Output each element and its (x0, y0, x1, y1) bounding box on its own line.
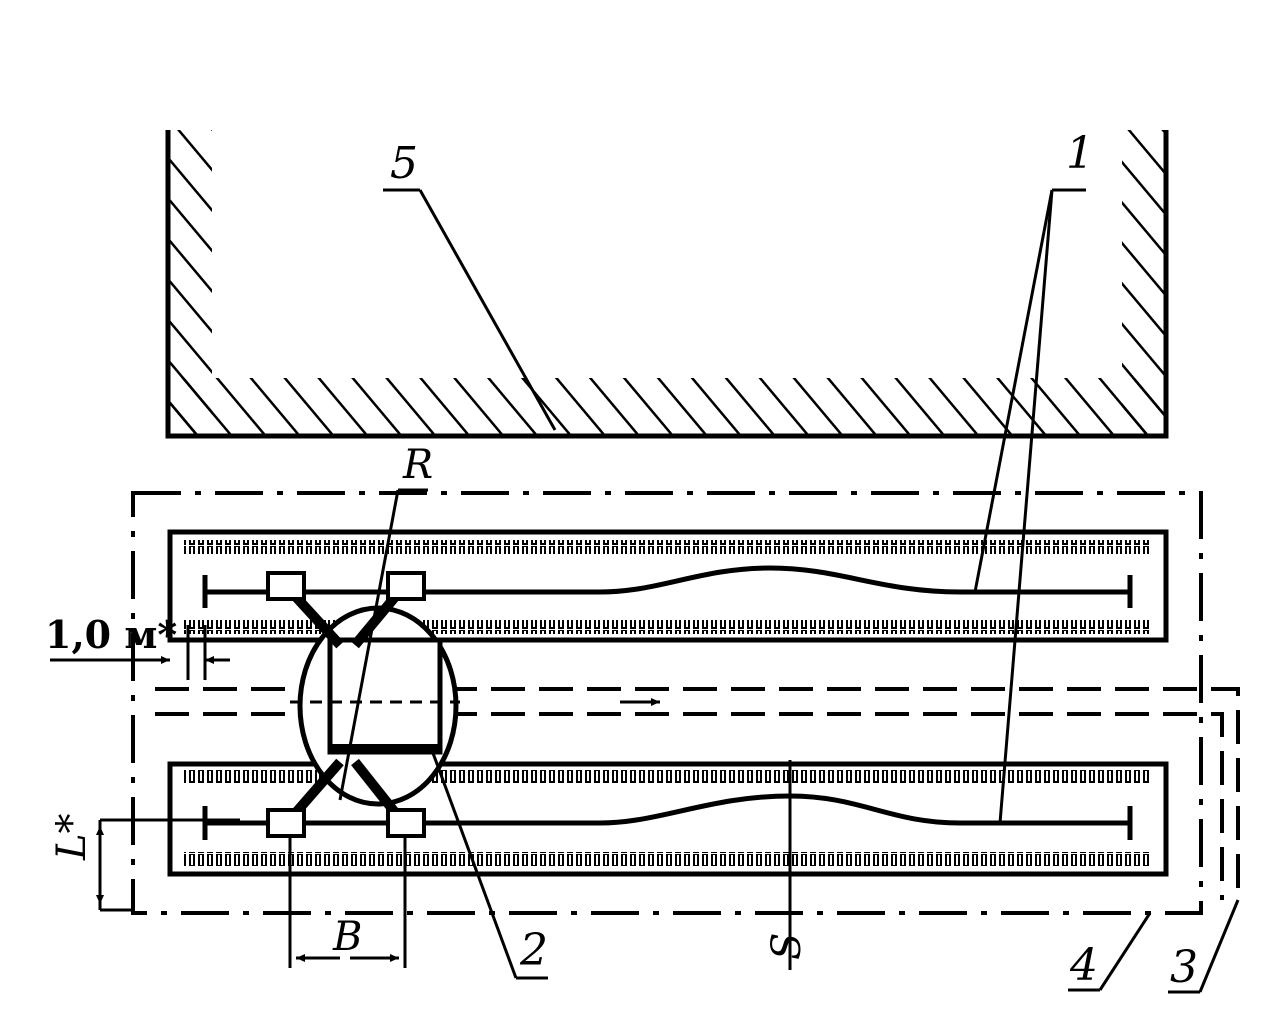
spacing-label: L* (49, 813, 95, 861)
radius-label: R (402, 442, 433, 488)
wall-number-label: 5 (390, 138, 418, 189)
span-label: S (764, 933, 810, 960)
gap-dimension (50, 625, 230, 680)
upper-track (167, 529, 1169, 643)
outer-boundary-number-label: 4 (1069, 940, 1098, 991)
outer-boundary-line (131, 491, 1203, 915)
building-wall (165, 130, 1169, 439)
base-label: B (332, 914, 362, 960)
base-dimension (288, 836, 407, 968)
zone-boundary-line (155, 687, 1240, 900)
wire-number-label: 1 (1066, 128, 1094, 179)
zone-boundary-number-label: 3 (1170, 942, 1198, 993)
leader-lines (383, 188, 1240, 994)
crane-number-label: 2 (519, 925, 548, 976)
gap-label: 1,0 м* (45, 612, 177, 657)
crane (266, 571, 460, 838)
spacing-dimension (96, 818, 240, 912)
radius-leader (338, 488, 428, 801)
